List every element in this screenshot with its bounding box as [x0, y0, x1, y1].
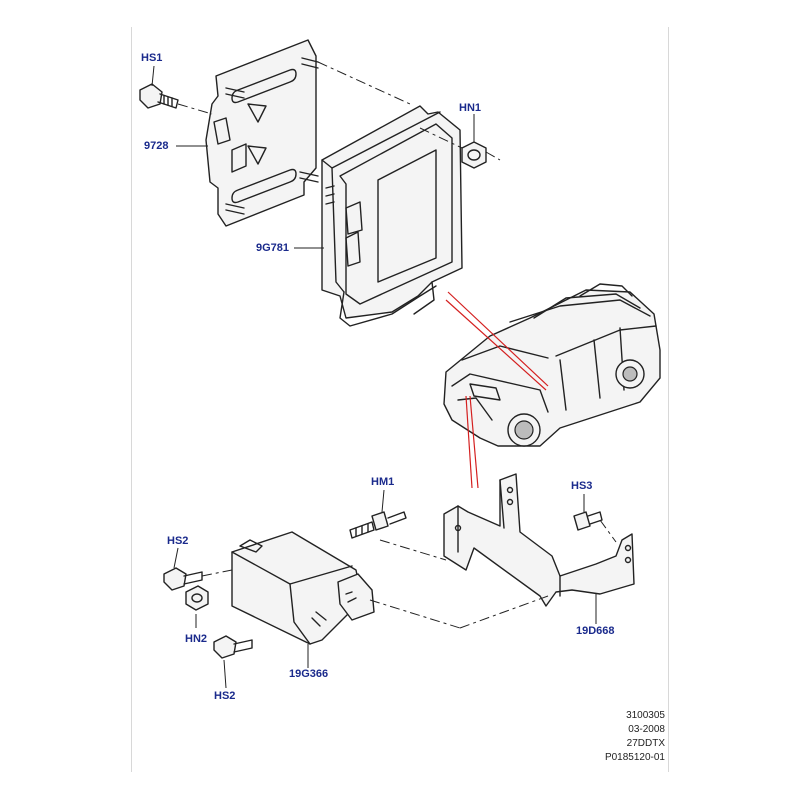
mounting-plate-9728 — [205, 39, 319, 227]
reference-code-2: 27DDTX — [626, 738, 665, 749]
callout-hs1: HS1 — [141, 52, 163, 64]
callout-hm1: HM1 — [371, 476, 395, 488]
location-indicator-lines — [445, 291, 549, 489]
bolt-hs2-bottom — [213, 635, 253, 659]
callout-19d668: 19D668 — [576, 625, 615, 637]
bolt-hs2-top — [163, 567, 203, 591]
control-module-9g781 — [321, 105, 463, 327]
callout-hs3: HS3 — [571, 480, 593, 492]
reference-code-1: 3100305 — [626, 710, 665, 721]
diagram-frame — [131, 27, 669, 772]
bolt-hs1 — [139, 83, 179, 109]
nut-hn1 — [461, 141, 487, 169]
stud-hm1 — [349, 511, 407, 539]
assembly-lines-upper — [177, 61, 501, 161]
callout-hs2-bottom: HS2 — [214, 690, 236, 702]
nut-hn2 — [185, 585, 209, 611]
callout-9728: 9728 — [144, 140, 169, 152]
assembly-lines-lower — [201, 519, 617, 629]
callout-hn2: HN2 — [185, 633, 208, 645]
callout-9g781: 9G781 — [256, 242, 290, 254]
bracket-19d668 — [443, 473, 635, 607]
reference-code-3: P0185120-01 — [604, 752, 665, 763]
callout-leader-lines — [151, 65, 597, 689]
callout-19g366: 19G366 — [289, 668, 329, 680]
vehicle-illustration — [443, 283, 661, 447]
control-module-19g366 — [231, 531, 375, 645]
reference-date: 03-2008 — [628, 724, 665, 735]
callout-hn1: HN1 — [459, 102, 482, 114]
callout-hs2-top: HS2 — [167, 535, 189, 547]
bolt-hs3 — [573, 511, 603, 531]
